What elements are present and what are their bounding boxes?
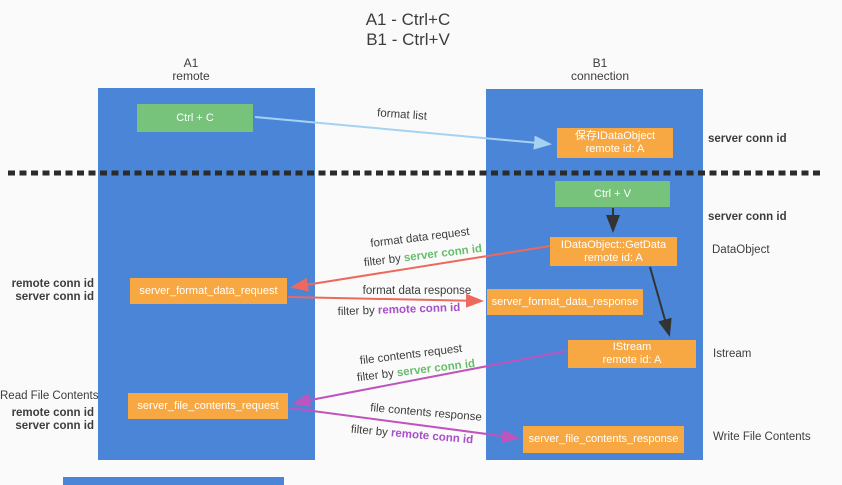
label-filter-by-remote-conn-id-1: filter by remote conn id — [309, 301, 489, 319]
node-save-idataobject-line1: 保存IDataObject — [574, 130, 656, 142]
node-istream: IStream remote id: A — [568, 340, 696, 368]
server-conn-id-text: server conn id — [403, 242, 483, 265]
right-label-server-conn-id-2: server conn id — [708, 211, 787, 223]
label-filter-by-remote-conn-id-2: filter by remote conn id — [322, 421, 502, 449]
node-file-response-label: server_file_contents_response — [528, 433, 679, 445]
left-label-read-file-contents: Read File Contents — [0, 390, 99, 402]
left-label-server-conn-id-2: server conn id — [15, 420, 94, 432]
node-server-file-contents-request: server_file_contents_request — [128, 393, 288, 419]
label-format-data-response: format data response — [362, 285, 472, 297]
left-label-remote-conn-id-2: remote conn id — [11, 407, 94, 419]
node-ctrl-v: Ctrl + V — [555, 181, 670, 207]
node-file-request-label: server_file_contents_request — [137, 399, 279, 412]
right-label-istream: Istream — [713, 348, 752, 360]
node-getdata-line1: IDataObject::GetData — [560, 238, 667, 251]
node-server-format-data-response: server_format_data_response — [487, 289, 643, 315]
title-line-1: A1 - Ctrl+C — [365, 10, 451, 29]
node-ctrl-v-label: Ctrl + V — [594, 187, 631, 200]
node-server-file-contents-response: server_file_contents_response — [523, 426, 684, 453]
node-server-format-data-request: server_format_data_request — [130, 278, 287, 304]
node-getdata-line2: remote id: A — [584, 251, 643, 264]
node-istream-line1: IStream — [612, 341, 652, 353]
column-header-b1: B1 connection — [540, 57, 660, 83]
diagram-title: A1 - Ctrl+C B1 - Ctrl+V — [298, 10, 518, 50]
remote-conn-id-text: remote conn id — [377, 301, 461, 317]
right-label-server-conn-id-1: server conn id — [708, 133, 787, 145]
label-format-list: format list — [376, 107, 428, 123]
filter-by-text: filter by — [363, 252, 405, 270]
node-ctrl-c: Ctrl + C — [137, 104, 253, 132]
remote-conn-id-text: remote conn id — [390, 427, 474, 447]
node-format-response-label: server_format_data_response — [491, 295, 639, 308]
lane-bottom-fragment — [63, 477, 284, 485]
format-response-arrow — [287, 293, 484, 308]
filter-by-text: filter by — [350, 423, 392, 440]
right-label-dataobject: DataObject — [712, 244, 770, 256]
filter-by-text: filter by — [337, 304, 379, 319]
node-istream-line2: remote id: A — [602, 354, 662, 366]
right-label-write-file-contents: Write File Contents — [713, 431, 811, 443]
left-label-server-conn-id-1: server conn id — [15, 291, 94, 303]
column-b1-name: B1 — [592, 56, 608, 70]
column-header-a1: A1 remote — [131, 57, 251, 83]
column-a1-name: A1 — [183, 56, 199, 70]
title-line-2: B1 - Ctrl+V — [366, 30, 450, 49]
column-a1-subtitle: remote — [172, 69, 210, 83]
node-format-request-label: server_format_data_request — [139, 284, 278, 297]
left-label-remote-conn-id-1: remote conn id — [11, 278, 94, 290]
node-save-idataobject-line2: remote id: A — [585, 143, 645, 155]
column-b1-subtitle: connection — [570, 69, 630, 83]
node-idataobject-getdata: IDataObject::GetData remote id: A — [550, 237, 677, 266]
node-ctrl-c-label: Ctrl + C — [176, 111, 214, 124]
filter-by-text: filter by — [356, 367, 398, 385]
node-save-idataobject: 保存IDataObject remote id: A — [557, 128, 673, 158]
